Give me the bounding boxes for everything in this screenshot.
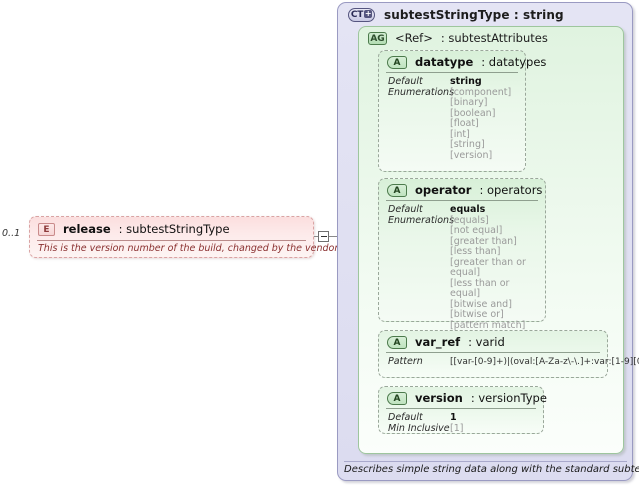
facet-row: Min Inclusive [1]: [388, 422, 537, 435]
attribute-name: version: [415, 391, 463, 405]
connector-stub-left: [314, 236, 318, 237]
attribute-type: : datatypes: [481, 55, 547, 69]
enumeration-item: [string]: [450, 139, 485, 150]
attribute-name: datatype: [415, 55, 474, 69]
complextype-header: CT+ subtestStringType : string: [348, 8, 564, 22]
attribute-datatype-box[interactable]: A datatype : datatypes Default string En…: [378, 50, 546, 172]
enumeration-item: [equals]: [450, 214, 489, 226]
attribute-header: A var_ref : varid: [387, 335, 505, 349]
complextype-annotation: Describes simple string data along with …: [344, 461, 639, 477]
attributegroup-type: : subtestAttributes: [440, 31, 548, 45]
enumeration-list: [component] [binary] [boolean] [float] […: [450, 86, 519, 162]
attribute-var-ref-box[interactable]: A var_ref : varid Pattern [[var-[0-9]+)|…: [378, 330, 639, 378]
enumeration-item: [not equal]: [450, 225, 503, 236]
facet-value: equals: [450, 204, 486, 215]
attribute-name: operator: [415, 183, 472, 197]
attribute-name: var_ref: [415, 335, 461, 349]
enumeration-item: [float]: [450, 118, 479, 129]
facet-key: Default: [388, 204, 423, 215]
facet-value: 1: [450, 412, 457, 423]
attribute-type: : versionType: [470, 391, 547, 405]
enumeration-list: [equals] [not equal] [greater than] [les…: [450, 214, 539, 332]
attribute-facets: Default 1 Min Inclusive [1]: [388, 412, 537, 435]
attribute-facets: Default string Enumerations [component] …: [388, 76, 519, 162]
enumeration-item: [less than]: [450, 246, 501, 257]
facet-value: string: [450, 76, 482, 87]
element-header: E release : subtestStringType: [38, 222, 230, 236]
attributegroup-icon: AG: [368, 31, 387, 45]
element-divider: [37, 240, 306, 241]
attribute-facets: Default equals Enumerations [equals] [no…: [388, 204, 539, 332]
pattern-value: [[var-[0-9]+)|(oval:[A-Za-z\-\.]+:var:[1…: [450, 357, 639, 367]
element-release-box[interactable]: E release : subtestStringType This is th…: [29, 216, 377, 258]
element-icon: E: [38, 222, 55, 236]
attributegroup-header: AG <Ref> : subtestAttributes: [368, 31, 548, 45]
collapse-minus-icon[interactable]: [318, 231, 329, 242]
facet-key: Default: [388, 412, 423, 423]
occurrence-label: 0..1: [2, 228, 21, 239]
enumeration-item: [int]: [450, 128, 470, 140]
enumeration-item: [greater than]: [450, 235, 517, 247]
element-type: : subtestStringType: [118, 222, 230, 236]
facet-row: Pattern [[var-[0-9]+)|(oval:[A-Za-z\-\.]…: [388, 356, 639, 368]
enumeration-item: [bitwise or]: [450, 309, 504, 320]
attribute-header: A datatype : datatypes: [387, 55, 546, 69]
enumeration-item: [binary]: [450, 97, 488, 108]
attribute-version-box[interactable]: A version : versionType Default 1 Min In…: [378, 386, 547, 435]
attribute-icon: A: [387, 391, 407, 405]
facet-row: Enumerations: [388, 86, 519, 99]
facet-key: Enumerations: [388, 214, 455, 226]
attributegroup-name: <Ref>: [395, 31, 433, 45]
enumeration-item: [pattern match]: [450, 319, 526, 331]
enumeration-item: [less than or equal]: [450, 277, 510, 299]
facet-key: Enumerations: [388, 86, 455, 98]
facet-row: Default 1: [388, 412, 537, 424]
attribute-header: A operator : operators: [387, 183, 542, 197]
facet-row: Default equals: [388, 204, 539, 216]
facet-value: [1]: [450, 422, 464, 434]
enumeration-item: [component]: [450, 86, 512, 98]
facet-key: Min Inclusive: [388, 422, 450, 434]
facet-key: Pattern: [388, 356, 423, 367]
element-name: release: [63, 222, 111, 236]
attribute-type: : operators: [479, 183, 543, 197]
attribute-icon: A: [387, 55, 407, 69]
attribute-divider: [386, 72, 518, 73]
facet-row: Default string: [388, 76, 519, 88]
complextype-expand-icon[interactable]: CT+: [348, 8, 375, 22]
enumeration-item: [bitwise and]: [450, 298, 512, 310]
attribute-icon: A: [387, 335, 407, 349]
attribute-type: : varid: [468, 335, 505, 349]
enumeration-item: [greater than or equal]: [450, 256, 526, 278]
attribute-header: A version : versionType: [387, 391, 547, 405]
attribute-facets: Pattern [[var-[0-9]+)|(oval:[A-Za-z\-\.]…: [388, 356, 639, 368]
attribute-icon: A: [387, 183, 407, 197]
attribute-divider: [386, 408, 536, 409]
facet-row: Enumerations: [388, 214, 539, 227]
enumeration-item: [boolean]: [450, 107, 496, 119]
attribute-operator-box[interactable]: A operator : operators Default equals En…: [378, 178, 546, 330]
attribute-divider: [386, 352, 600, 353]
attribute-divider: [386, 200, 538, 201]
facet-key: Default: [388, 76, 423, 87]
complextype-title: subtestStringType : string: [384, 8, 564, 22]
enumeration-item: [version]: [450, 149, 493, 161]
element-annotation: This is the version number of the build,…: [38, 243, 377, 254]
